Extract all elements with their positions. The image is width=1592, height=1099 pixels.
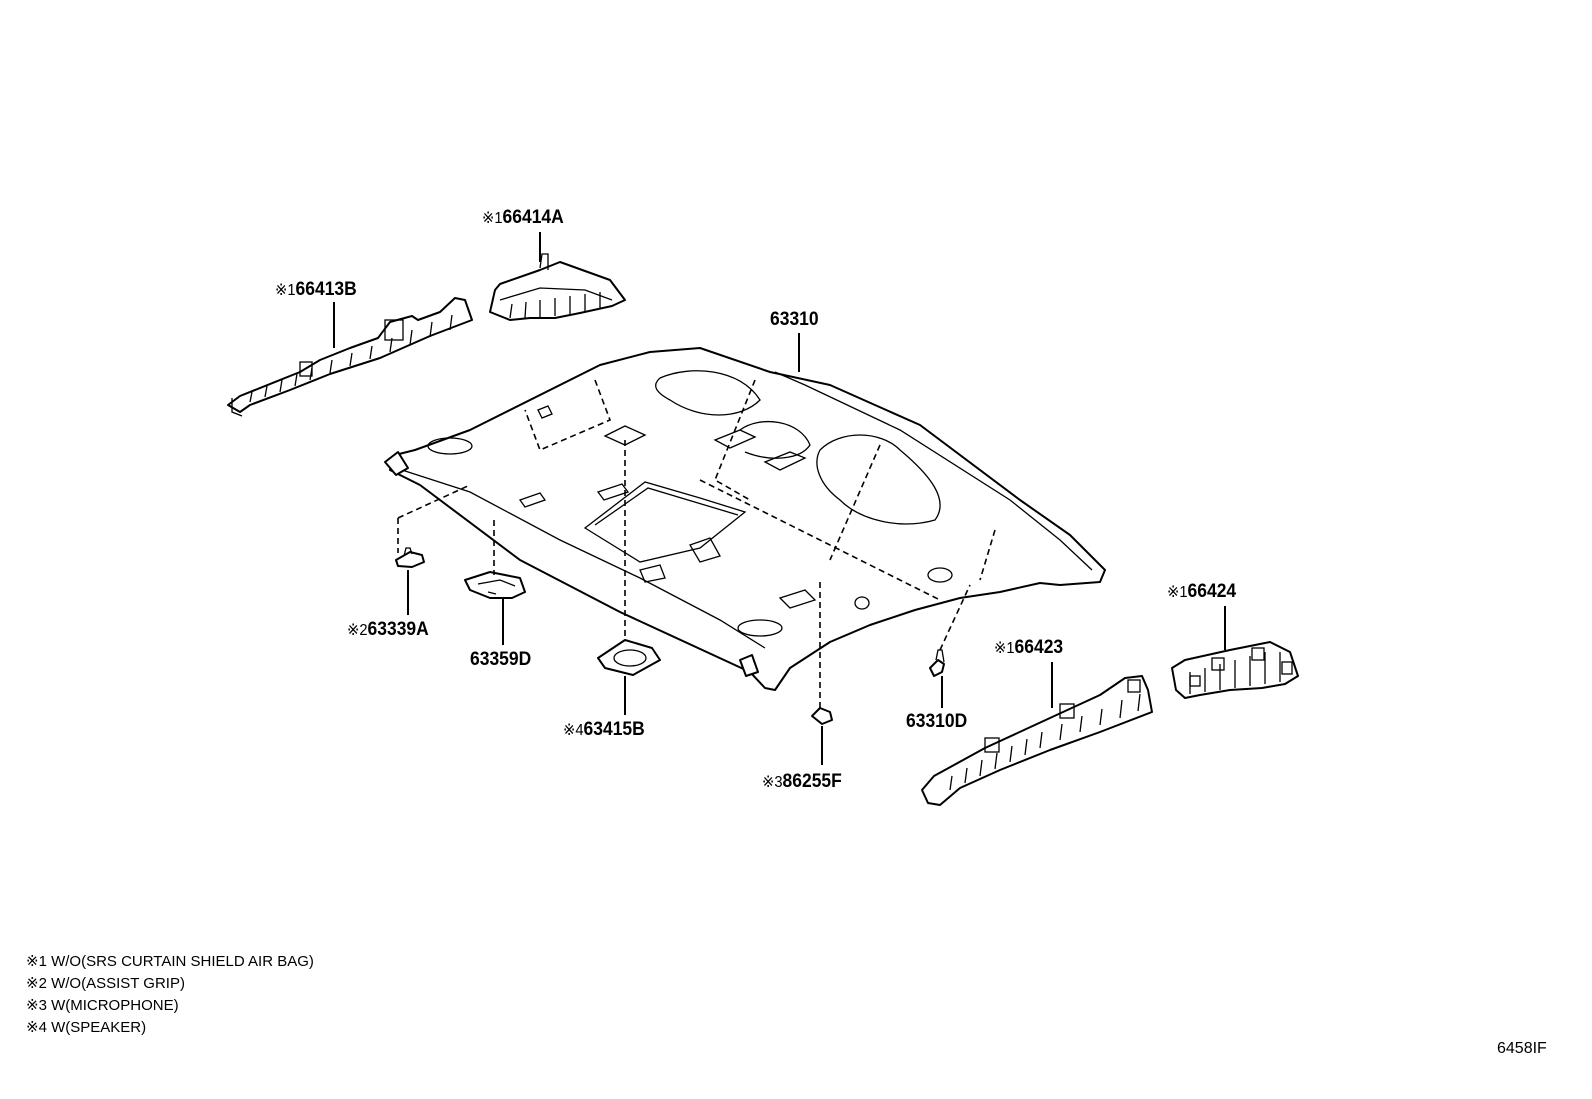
bracket-66413b-drawing	[227, 297, 473, 417]
callout-63310: 63310	[770, 310, 819, 329]
callout-63310-number: 63310	[770, 309, 819, 330]
callout-86255f-mark: ※3	[762, 774, 783, 791]
callout-63339a-mark: ※2	[347, 622, 368, 639]
callout-63415b-mark: ※4	[563, 722, 584, 739]
callout-63359d-number: 63359D	[470, 649, 532, 670]
dashed-63310d	[939, 584, 971, 651]
callout-66424: ※166424	[1167, 582, 1236, 601]
callout-63310d-number: 63310D	[906, 711, 968, 732]
bracket-66424-drawing	[1171, 641, 1299, 699]
callout-66414a-number: 66414A	[502, 207, 564, 228]
callout-66424-mark: ※1	[1167, 584, 1188, 601]
callout-63339a: ※263339A	[347, 620, 429, 639]
figure-reference: 6458IF	[1497, 1040, 1547, 1057]
callout-63359d: 63359D	[470, 650, 531, 669]
cover-63359d-drawing	[464, 571, 526, 599]
bracket-66423-drawing	[921, 675, 1153, 806]
callout-66414a-mark: ※1	[482, 210, 503, 227]
callout-63415b: ※463415B	[563, 720, 645, 739]
clip-63339a-drawing	[395, 547, 425, 568]
callout-66423-mark: ※1	[994, 640, 1015, 657]
footnote-3: ※3 W(MICROPHONE)	[26, 997, 179, 1014]
bracket-66414a-drawing	[489, 253, 626, 321]
callout-63339a-number: 63339A	[367, 619, 429, 640]
callout-66413b-number: 66413B	[295, 279, 357, 300]
roof-headliner-drawing	[384, 347, 1106, 691]
footnote-2: ※2 W/O(ASSIST GRIP)	[26, 975, 185, 992]
callout-66413b-mark: ※1	[275, 282, 296, 299]
callout-66424-number: 66424	[1187, 581, 1237, 602]
callout-66414a: ※166414A	[482, 208, 564, 227]
callout-66423: ※166423	[994, 638, 1063, 657]
microphone-86255f-drawing	[811, 707, 833, 725]
dashed-63339a-link	[397, 484, 471, 519]
callout-66413b: ※166413B	[275, 280, 357, 299]
callout-63310d: 63310D	[906, 712, 967, 731]
footnotes: ※1 W/O(SRS CURTAIN SHIELD AIR BAG) ※2 W/…	[26, 951, 314, 1039]
callout-66423-number: 66423	[1014, 637, 1064, 658]
speaker-63415b-drawing	[597, 639, 661, 676]
callout-63415b-number: 63415B	[583, 719, 645, 740]
callout-86255f: ※386255F	[762, 772, 842, 791]
footnote-4: ※4 W(SPEAKER)	[26, 1019, 147, 1036]
footnote-1: ※1 W/O(SRS CURTAIN SHIELD AIR BAG)	[26, 953, 314, 970]
callout-86255f-number: 86255F	[782, 771, 842, 792]
clip-63310d-drawing	[929, 649, 945, 677]
